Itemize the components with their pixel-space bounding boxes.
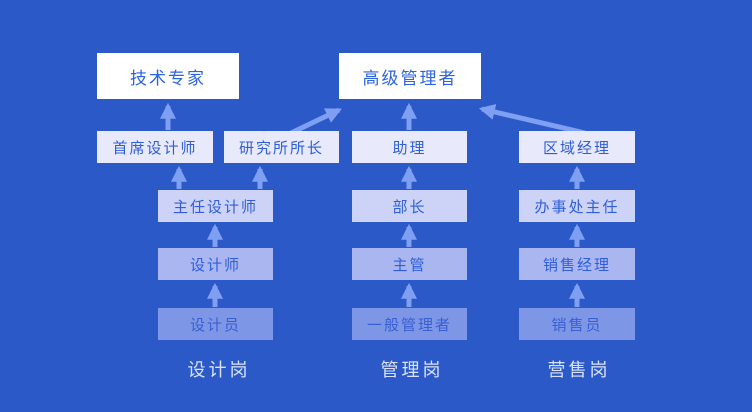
node-chief-designer: 首席设计师 bbox=[97, 131, 213, 163]
arrow-regional-manager-to-senior-manager bbox=[478, 104, 586, 136]
node-senior-manager: 高级管理者 bbox=[339, 53, 481, 99]
node-assistant: 助理 bbox=[352, 131, 467, 163]
node-institute-director: 研究所所长 bbox=[224, 131, 339, 163]
node-supervisor: 主管 bbox=[352, 248, 467, 280]
node-office-director: 办事处主任 bbox=[519, 190, 635, 222]
node-draftsman: 设计员 bbox=[158, 308, 273, 340]
column-label-design: 设计岗 bbox=[187, 360, 251, 380]
node-sales-manager: 销售经理 bbox=[519, 248, 635, 280]
node-minister: 部长 bbox=[352, 190, 467, 222]
node-salesperson: 销售员 bbox=[519, 308, 635, 340]
node-designer: 设计师 bbox=[158, 248, 273, 280]
column-label-management: 管理岗 bbox=[380, 360, 444, 380]
node-tech-expert: 技术专家 bbox=[97, 53, 239, 99]
node-regional-manager: 区域经理 bbox=[519, 131, 635, 163]
node-general-manager: 一般管理者 bbox=[352, 308, 467, 340]
column-label-sales: 营售岗 bbox=[547, 360, 611, 380]
node-director-designer: 主任设计师 bbox=[158, 190, 273, 222]
